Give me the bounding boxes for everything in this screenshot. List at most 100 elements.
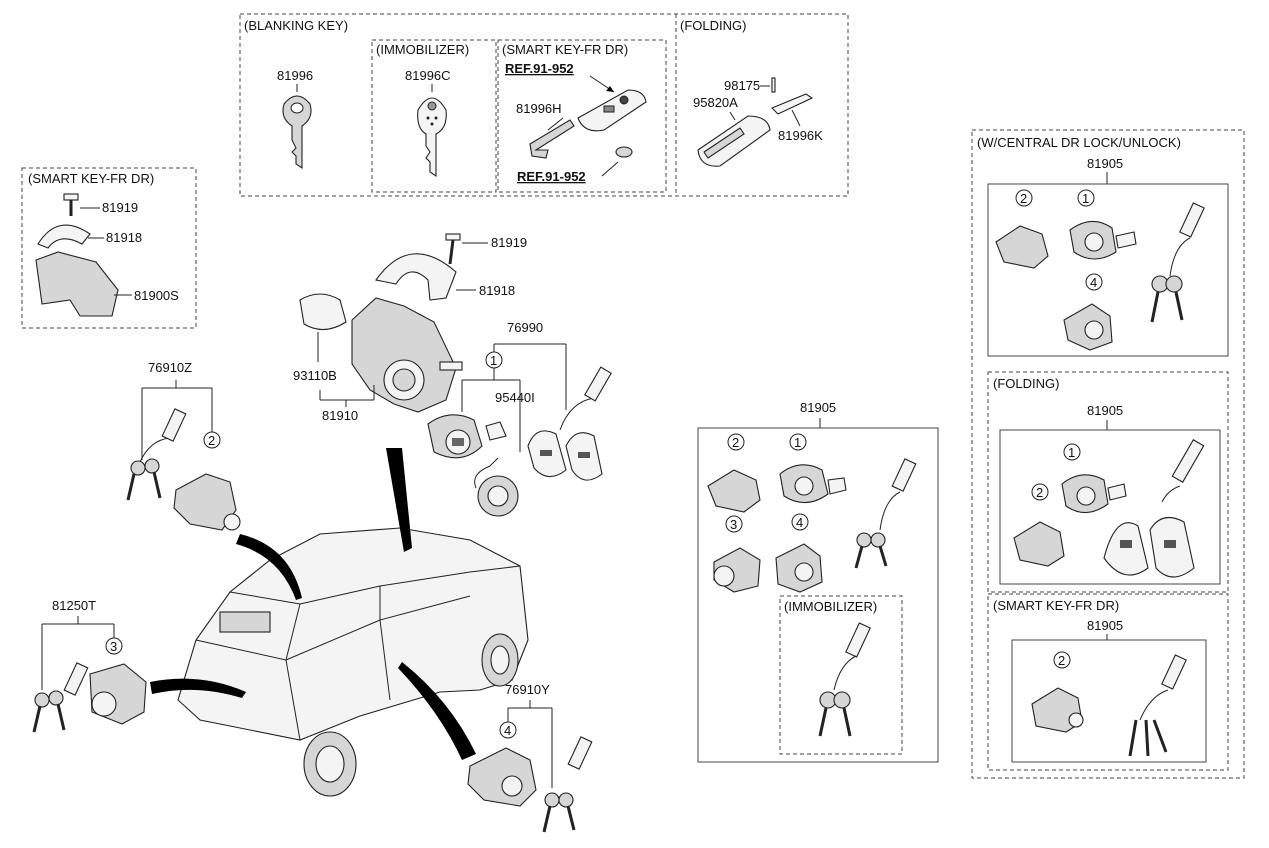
part-76990-label: 76990 xyxy=(507,320,543,335)
part-76910Y-label: 76910Y xyxy=(505,682,550,697)
key-pair-81250T-icon xyxy=(32,662,89,733)
group-76990: 76990 1 95440I xyxy=(427,320,612,517)
r1-lock-2-icon xyxy=(995,225,1049,269)
left-smart-key-box xyxy=(21,167,197,329)
mid-callout-4: 4 xyxy=(796,515,803,530)
smart-key-fob-icon xyxy=(529,89,647,159)
tailgate-lock-icon xyxy=(89,663,147,725)
door-lock-76910Y-icon xyxy=(467,747,537,807)
immobilizer-key-icon xyxy=(417,97,447,178)
left-81918-label: 81918 xyxy=(106,230,142,245)
part-76910Z-label: 76910Z xyxy=(148,360,192,375)
mid-callout-3: 3 xyxy=(730,517,737,532)
r2-callout-1: 1 xyxy=(1068,445,1075,460)
central-lock-box xyxy=(971,129,1245,779)
middle-81905-group: 81905 2 1 3 4 xyxy=(697,400,939,763)
part-81996H-label: 81996H xyxy=(516,101,562,116)
center-bracket-icon xyxy=(375,253,457,301)
smart-key-label: (SMART KEY-FR DR) xyxy=(502,42,628,57)
left-smart-key-label: (SMART KEY-FR DR) xyxy=(28,171,154,186)
mid-lock-2-icon xyxy=(707,469,761,513)
mid-key-pair-icon xyxy=(854,458,917,569)
immobilizer-coil-icon xyxy=(474,457,519,517)
r3-lock-2-icon xyxy=(1031,687,1084,733)
blank-key-icon xyxy=(282,95,312,170)
folding-right-label: (FOLDING) xyxy=(993,376,1059,391)
remote-key-pair-icon xyxy=(527,366,612,481)
folding-inner-box xyxy=(999,429,1221,585)
folding-label: (FOLDING) xyxy=(680,18,746,33)
part-81910-label: 81910 xyxy=(322,408,358,423)
mid-callout-1: 1 xyxy=(794,435,801,450)
right-column-group: (W/CENTRAL DR LOCK/UNLOCK) 81905 2 1 4 xyxy=(971,129,1245,779)
screw-icon xyxy=(63,193,79,216)
mid-81905-box xyxy=(697,427,939,763)
mid-lock-3-icon xyxy=(713,547,761,593)
ignition-assembly-group: 81919 81918 93110B 81910 xyxy=(293,233,527,423)
callout-4-76910Y: 4 xyxy=(504,723,511,738)
smart-key-right-label: (SMART KEY-FR DR) xyxy=(993,598,1119,613)
part-95440I-label: 95440I xyxy=(495,390,535,405)
blanking-key-label: (BLANKING KEY) xyxy=(244,18,348,33)
right-81905-a-label: 81905 xyxy=(1087,156,1123,171)
r1-lock-4-icon xyxy=(1063,303,1113,351)
r1-callout-1: 1 xyxy=(1082,191,1089,206)
group-76910Z: 76910Z 2 xyxy=(126,360,241,531)
part-98175-label: 98175 xyxy=(724,78,760,93)
r2-remote-key-icon xyxy=(1103,439,1205,578)
r1-callout-4: 4 xyxy=(1090,275,1097,290)
bracket-icon xyxy=(37,224,91,249)
group-81250T: 81250T 3 xyxy=(32,598,147,733)
smart-key-inner-box xyxy=(1011,639,1207,763)
mid-lock-4-icon xyxy=(775,543,823,593)
key-pair-76910Z-icon xyxy=(126,408,187,501)
battery-icon xyxy=(615,146,633,158)
folding-right-box xyxy=(987,371,1229,593)
central-lock-label: (W/CENTRAL DR LOCK/UNLOCK) xyxy=(977,135,1181,150)
part-81996-label: 81996 xyxy=(277,68,313,83)
left-smart-key-group: (SMART KEY-FR DR) 81919 81918 81900S xyxy=(21,167,197,329)
vehicle-illustration xyxy=(177,527,529,797)
r3-callout-2: 2 xyxy=(1058,653,1065,668)
smart-key-box xyxy=(497,39,667,193)
key-pair-76910Y-icon xyxy=(542,736,593,833)
pointer-lines xyxy=(150,448,476,760)
key-cylinder-icon xyxy=(427,414,507,459)
ignition-switch-icon xyxy=(299,293,463,413)
center-screw-icon xyxy=(445,233,461,265)
mid-immobilizer-key-icon xyxy=(818,622,871,737)
mid-lock-1-icon xyxy=(779,464,847,504)
r1-lock-1-icon xyxy=(1069,220,1137,260)
callout-3-81250T: 3 xyxy=(110,639,117,654)
housing-icon xyxy=(35,251,119,317)
folding-key-fob-icon xyxy=(697,93,814,167)
mid-callout-2: 2 xyxy=(732,435,739,450)
mid-immobilizer-box xyxy=(779,595,903,755)
callout-1-upper: 1 xyxy=(490,353,497,368)
right-81905-b-label: 81905 xyxy=(1087,403,1123,418)
pin-icon xyxy=(771,77,776,93)
right-81905-c-label: 81905 xyxy=(1087,618,1123,633)
r1-callout-2: 2 xyxy=(1020,191,1027,206)
part-93110B-label: 93110B xyxy=(293,368,337,383)
r3-key-pair-icon xyxy=(1128,654,1187,757)
r2-lock-2-icon xyxy=(1013,521,1065,567)
center-81919-label: 81919 xyxy=(491,235,527,250)
r1-key-pair-icon xyxy=(1150,202,1205,323)
immobilizer-label: (IMMOBILIZER) xyxy=(376,42,469,57)
blanking-key-box xyxy=(239,13,849,197)
immobilizer-box xyxy=(371,39,497,193)
part-81996C-label: 81996C xyxy=(405,68,451,83)
r2-lock-1-icon xyxy=(1061,474,1127,514)
mid-81905-label: 81905 xyxy=(800,400,836,415)
mid-immobilizer-label: (IMMOBILIZER) xyxy=(784,599,877,614)
ref-lower-label: REF.91-952 xyxy=(517,169,586,184)
left-81900S-label: 81900S xyxy=(134,288,179,303)
r2-callout-2: 2 xyxy=(1036,485,1043,500)
door-lock-76910Z-icon xyxy=(173,473,241,531)
central-lock-inner-box xyxy=(987,183,1229,357)
part-81996K-label: 81996K xyxy=(778,128,823,143)
left-81919-label: 81919 xyxy=(102,200,138,215)
part-81250T-label: 81250T xyxy=(52,598,96,613)
